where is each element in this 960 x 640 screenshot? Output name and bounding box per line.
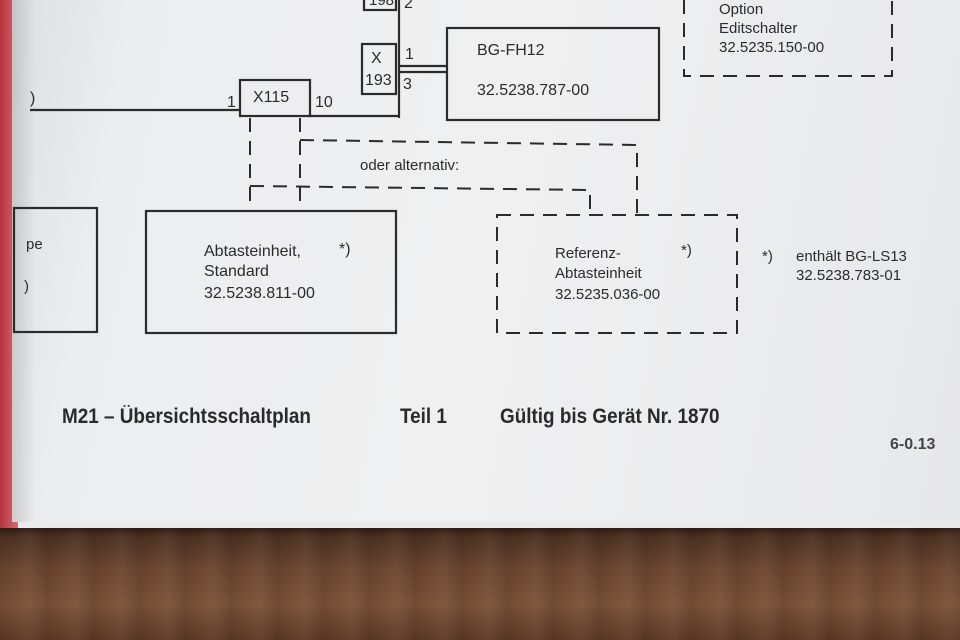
- page-fold-shadow: [12, 0, 36, 522]
- footnote-mark: *): [762, 248, 773, 265]
- footnote-line2: 32.5238.783-01: [796, 267, 902, 284]
- footer-validity: Gültig bis Gerät Nr. 1870: [500, 405, 720, 428]
- footnote-line1: enthält BG-LS13: [796, 248, 907, 265]
- option-line1: Option: [719, 1, 764, 18]
- bgfh12-part-number: 32.5238.787-00: [477, 82, 590, 99]
- connector-x193-letter: X: [371, 50, 382, 67]
- connector-x193-pin-1: 1: [405, 46, 414, 63]
- page-number: 6-0.13: [890, 436, 936, 453]
- dashed-alt-route-b: [249, 185, 591, 214]
- connector-x193-box: [360, 42, 398, 96]
- reference-unit-line2: Abtasteinheit: [555, 265, 642, 282]
- connector-x115-box: [238, 78, 312, 118]
- reference-unit-footnote-mark: *): [681, 242, 692, 259]
- standard-unit-box: [144, 209, 398, 335]
- wooden-table: [0, 520, 960, 640]
- footer-part: Teil 1: [400, 405, 447, 428]
- alternative-note: oder alternativ:: [360, 157, 460, 174]
- dashed-alt-route-a: [299, 139, 638, 214]
- connector-198-label: 198: [369, 0, 395, 9]
- reference-unit-line1: Referenz-: [555, 245, 621, 262]
- connector-198-pin: 2: [404, 0, 413, 12]
- connector-x115-pin-right: 10: [315, 94, 333, 111]
- option-box-dashed: [683, 0, 893, 77]
- connector-x115-label: X115: [253, 89, 290, 106]
- standard-unit-line2: Standard: [204, 263, 269, 280]
- wood-grain: [0, 520, 960, 640]
- reference-unit-part-number: 32.5235.036-00: [555, 286, 661, 303]
- connector-x115-pin-left: 1: [227, 94, 236, 111]
- bus-left-end-mark: ): [30, 90, 36, 107]
- left-cut-box: [12, 206, 99, 334]
- connector-x193-pin-3: 3: [403, 76, 412, 93]
- footer-title: M21 – Übersichtsschaltplan: [62, 405, 311, 428]
- option-line2: Editschalter: [719, 20, 798, 37]
- left-box-text-bottom: ): [24, 278, 29, 295]
- option-part-number: 32.5235.150-00: [719, 39, 825, 56]
- reference-unit-box: [496, 214, 738, 334]
- left-box-text-top: pe: [26, 236, 43, 253]
- schematic-page: [12, 0, 960, 522]
- connector-198-box: [362, 0, 398, 12]
- standard-unit-part-number: 32.5238.811-00: [204, 285, 315, 302]
- bgfh12-box: [445, 26, 661, 122]
- standard-unit-line1: Abtasteinheit,: [204, 243, 301, 260]
- bgfh12-name: BG-FH12: [477, 42, 545, 59]
- connector-x193-number: 193: [365, 72, 392, 89]
- standard-unit-footnote-mark: *): [339, 241, 351, 258]
